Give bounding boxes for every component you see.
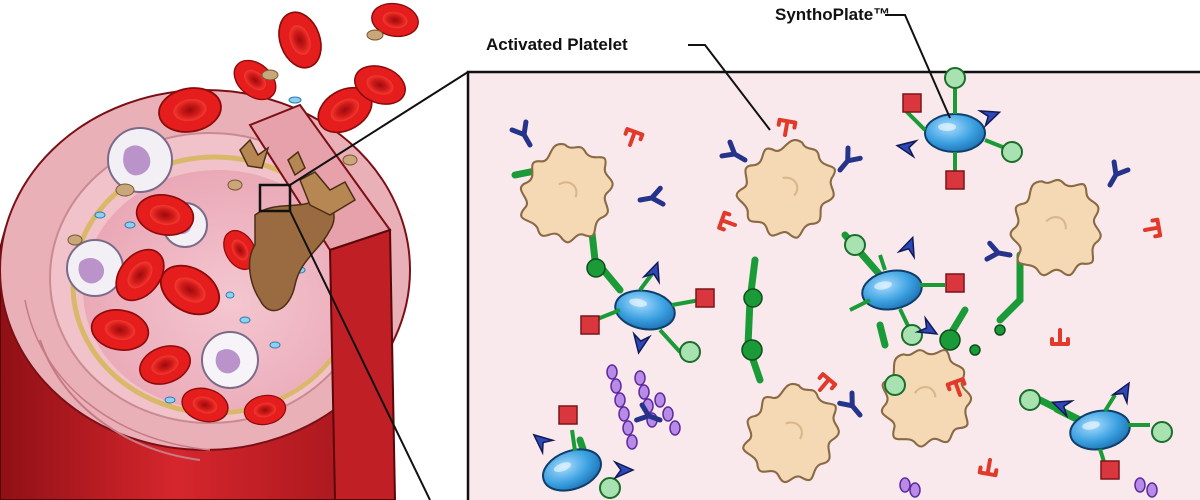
leader-synthoplate	[885, 14, 951, 119]
label-activated-platelet: Activated Platelet	[486, 35, 628, 54]
label-synthoplate: SynthoPlate™	[775, 5, 891, 24]
leader-activated-platelet	[688, 44, 771, 131]
white-blood-cell-icon	[66, 127, 259, 389]
clot-icon	[239, 138, 357, 312]
zoom-connector-top	[289, 71, 469, 186]
blood-vessel-cross-section-icon	[0, 0, 422, 500]
inset-panel	[466, 67, 1200, 500]
zoom-connector-bottom	[289, 210, 431, 500]
zoom-selection-box	[258, 183, 292, 213]
